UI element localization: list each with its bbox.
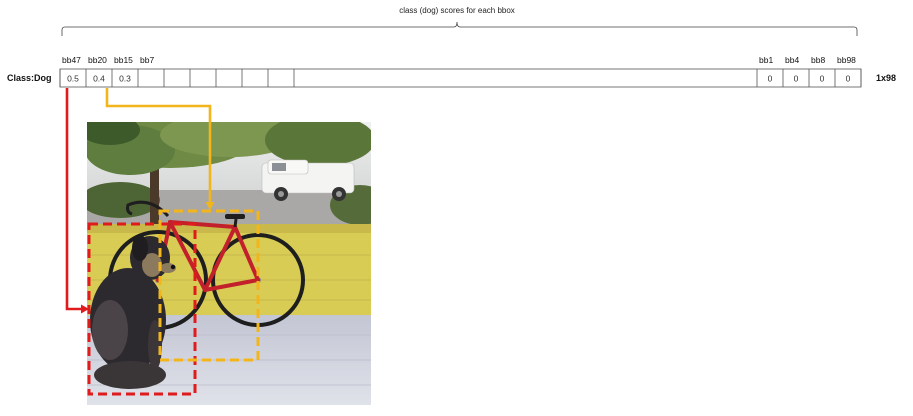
cell-value-bb47: 0.5 <box>67 74 79 84</box>
cell-value-bb20: 0.4 <box>93 74 105 84</box>
vector-dimensions: 1x98 <box>876 73 896 83</box>
cell-label-bb4: bb4 <box>785 55 799 65</box>
cell-label-bb1: bb1 <box>759 55 773 65</box>
score-vector <box>59 68 862 88</box>
dog-bicycle-photo <box>87 122 371 405</box>
bbox-overlay <box>65 88 260 396</box>
row-label-class-dog: Class:Dog <box>7 73 52 83</box>
bbox-bb47 <box>87 222 197 396</box>
cell-label-bb20: bb20 <box>88 55 107 65</box>
arrow-bb47-to-bbox <box>65 88 83 311</box>
cell-value-bb15: 0.3 <box>119 74 131 84</box>
score-cells-left: bb47 0.5 bb20 0.4 bb15 0.3 bb7 <box>59 55 295 87</box>
brace-title: class (dog) scores for each bbox <box>399 6 515 15</box>
arrow-bb20-to-bbox <box>105 88 212 203</box>
arrowhead-bb20 <box>205 202 215 210</box>
cell-label-bb8: bb8 <box>811 55 825 65</box>
cell-value-bb8: 0 <box>820 74 825 84</box>
bbox-bb20 <box>158 209 260 362</box>
cell-label-bb47: bb47 <box>62 55 81 65</box>
cell-label-bb15: bb15 <box>114 55 133 65</box>
cell-value-bb1: 0 <box>768 74 773 84</box>
cell-label-bb7: bb7 <box>140 55 154 65</box>
score-cells-right: bb1 0 bb4 0 bb8 0 bb98 0 <box>756 55 862 87</box>
cell-value-bb4: 0 <box>794 74 799 84</box>
score-vector-brace <box>61 21 858 36</box>
arrowhead-bb47 <box>81 304 89 314</box>
cell-value-bb98: 0 <box>846 74 851 84</box>
cell-label-bb98: bb98 <box>837 55 856 65</box>
